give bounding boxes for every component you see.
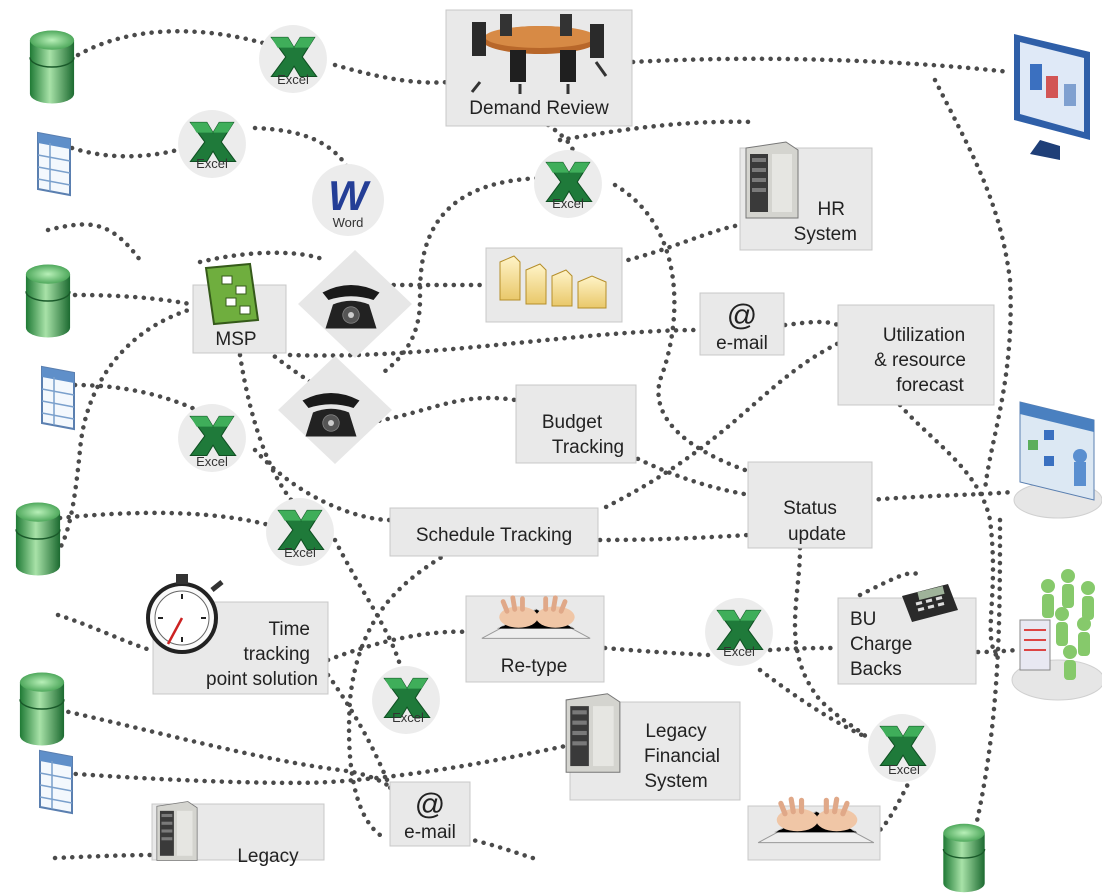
legacy-financial-line2: Financial <box>644 746 720 767</box>
word-label: Word <box>333 215 364 230</box>
server-icon <box>745 141 799 219</box>
bu-line3: Backs <box>850 659 902 680</box>
excel-icon: Excel <box>371 665 441 735</box>
excel-icon: Excel <box>704 597 774 667</box>
legacy-financial-line1: Legacy <box>645 721 707 742</box>
time-tracking-line3: point solution <box>206 669 318 690</box>
node-time-tracking: Time tracking point solution <box>146 574 329 695</box>
excel-label: Excel <box>552 196 584 211</box>
bu-line2: Charge <box>850 634 912 655</box>
excel-label: Excel <box>277 72 309 87</box>
people-group-icon <box>1011 569 1102 701</box>
legacy-financial-line3: System <box>644 771 707 792</box>
at-icon: @ <box>415 788 445 821</box>
excel-icon: Excel <box>177 109 247 179</box>
node-legacy-financial: Legacy Financial System <box>565 693 741 801</box>
excel-label: Excel <box>196 156 228 171</box>
node-legacy-partial: Legacy <box>151 801 325 867</box>
node-status-update: Status update <box>747 461 873 549</box>
server-icon <box>156 801 198 861</box>
node-hr-system: HR System <box>739 141 873 251</box>
status-update-line2: update <box>788 524 846 545</box>
schedule-tracking-label: Schedule Tracking <box>416 525 572 546</box>
spreadsheet-icon <box>38 749 74 815</box>
database-icon <box>942 823 986 893</box>
node-retype: Re-type <box>465 596 605 683</box>
database-icon <box>15 501 61 577</box>
meeting-table-icon <box>470 14 608 94</box>
word-icon: W Word <box>312 164 384 236</box>
database-icon <box>19 671 65 747</box>
stopwatch-icon <box>146 574 224 654</box>
excel-icon: Excel <box>533 149 603 219</box>
bu-line1: BU <box>850 609 876 630</box>
node-utilization: Utilization & resource forecast <box>837 304 995 406</box>
budget-tracking-line2: Tracking <box>552 437 624 458</box>
connector-lines <box>45 29 1023 863</box>
folder-icon <box>485 247 623 323</box>
org-chart-icon <box>1013 401 1102 519</box>
project-plan-icon <box>204 262 260 326</box>
excel-label: Excel <box>723 644 755 659</box>
spreadsheet-icon <box>36 131 72 197</box>
excel-icon: Excel <box>177 403 247 473</box>
excel-label: Excel <box>284 545 316 560</box>
node-schedule-tracking: Schedule Tracking <box>389 507 599 557</box>
monitor-dashboard-icon <box>1014 34 1090 160</box>
excel-label: Excel <box>392 710 424 725</box>
node-demand-review: Demand Review <box>445 9 633 127</box>
msp-label: MSP <box>215 329 256 350</box>
node-email: @ e-mail <box>699 292 785 356</box>
node-bu-charge-backs: BU Charge Backs <box>837 584 977 685</box>
email-label: e-mail <box>716 333 768 354</box>
phone-icon <box>278 356 392 464</box>
node-email-bottom: @ e-mail <box>389 781 471 847</box>
utilization-line2: & resource <box>874 350 966 371</box>
phone-icon <box>298 250 412 358</box>
time-tracking-line1: Time <box>268 619 310 640</box>
excel-icon: Excel <box>258 24 328 94</box>
spreadsheet-icon <box>40 365 76 431</box>
server-icon <box>565 693 621 773</box>
hr-system-line1: HR <box>818 199 845 220</box>
excel-label: Excel <box>196 454 228 469</box>
legacy-label: Legacy <box>237 846 299 867</box>
retype-label: Re-type <box>501 656 568 677</box>
word-letter: W <box>328 172 371 219</box>
database-icon <box>29 29 75 105</box>
hr-system-line2: System <box>794 224 857 245</box>
time-tracking-line2: tracking <box>243 644 310 665</box>
excel-label: Excel <box>888 762 920 777</box>
database-icon <box>25 263 71 339</box>
status-update-line1: Status <box>783 498 837 519</box>
calculator-icon <box>902 584 958 622</box>
excel-icon: Excel <box>265 497 335 567</box>
utilization-line3: forecast <box>896 375 964 396</box>
at-icon: @ <box>727 299 757 332</box>
node-budget-tracking: Budget Tracking <box>515 384 637 464</box>
budget-tracking-line1: Budget <box>542 412 603 433</box>
excel-icon: Excel <box>867 713 937 783</box>
typing-hands-icon <box>747 799 881 861</box>
demand-review-label: Demand Review <box>469 98 609 119</box>
email-label: e-mail <box>404 822 456 843</box>
utilization-line1: Utilization <box>883 325 965 346</box>
node-msp: MSP <box>192 262 287 354</box>
